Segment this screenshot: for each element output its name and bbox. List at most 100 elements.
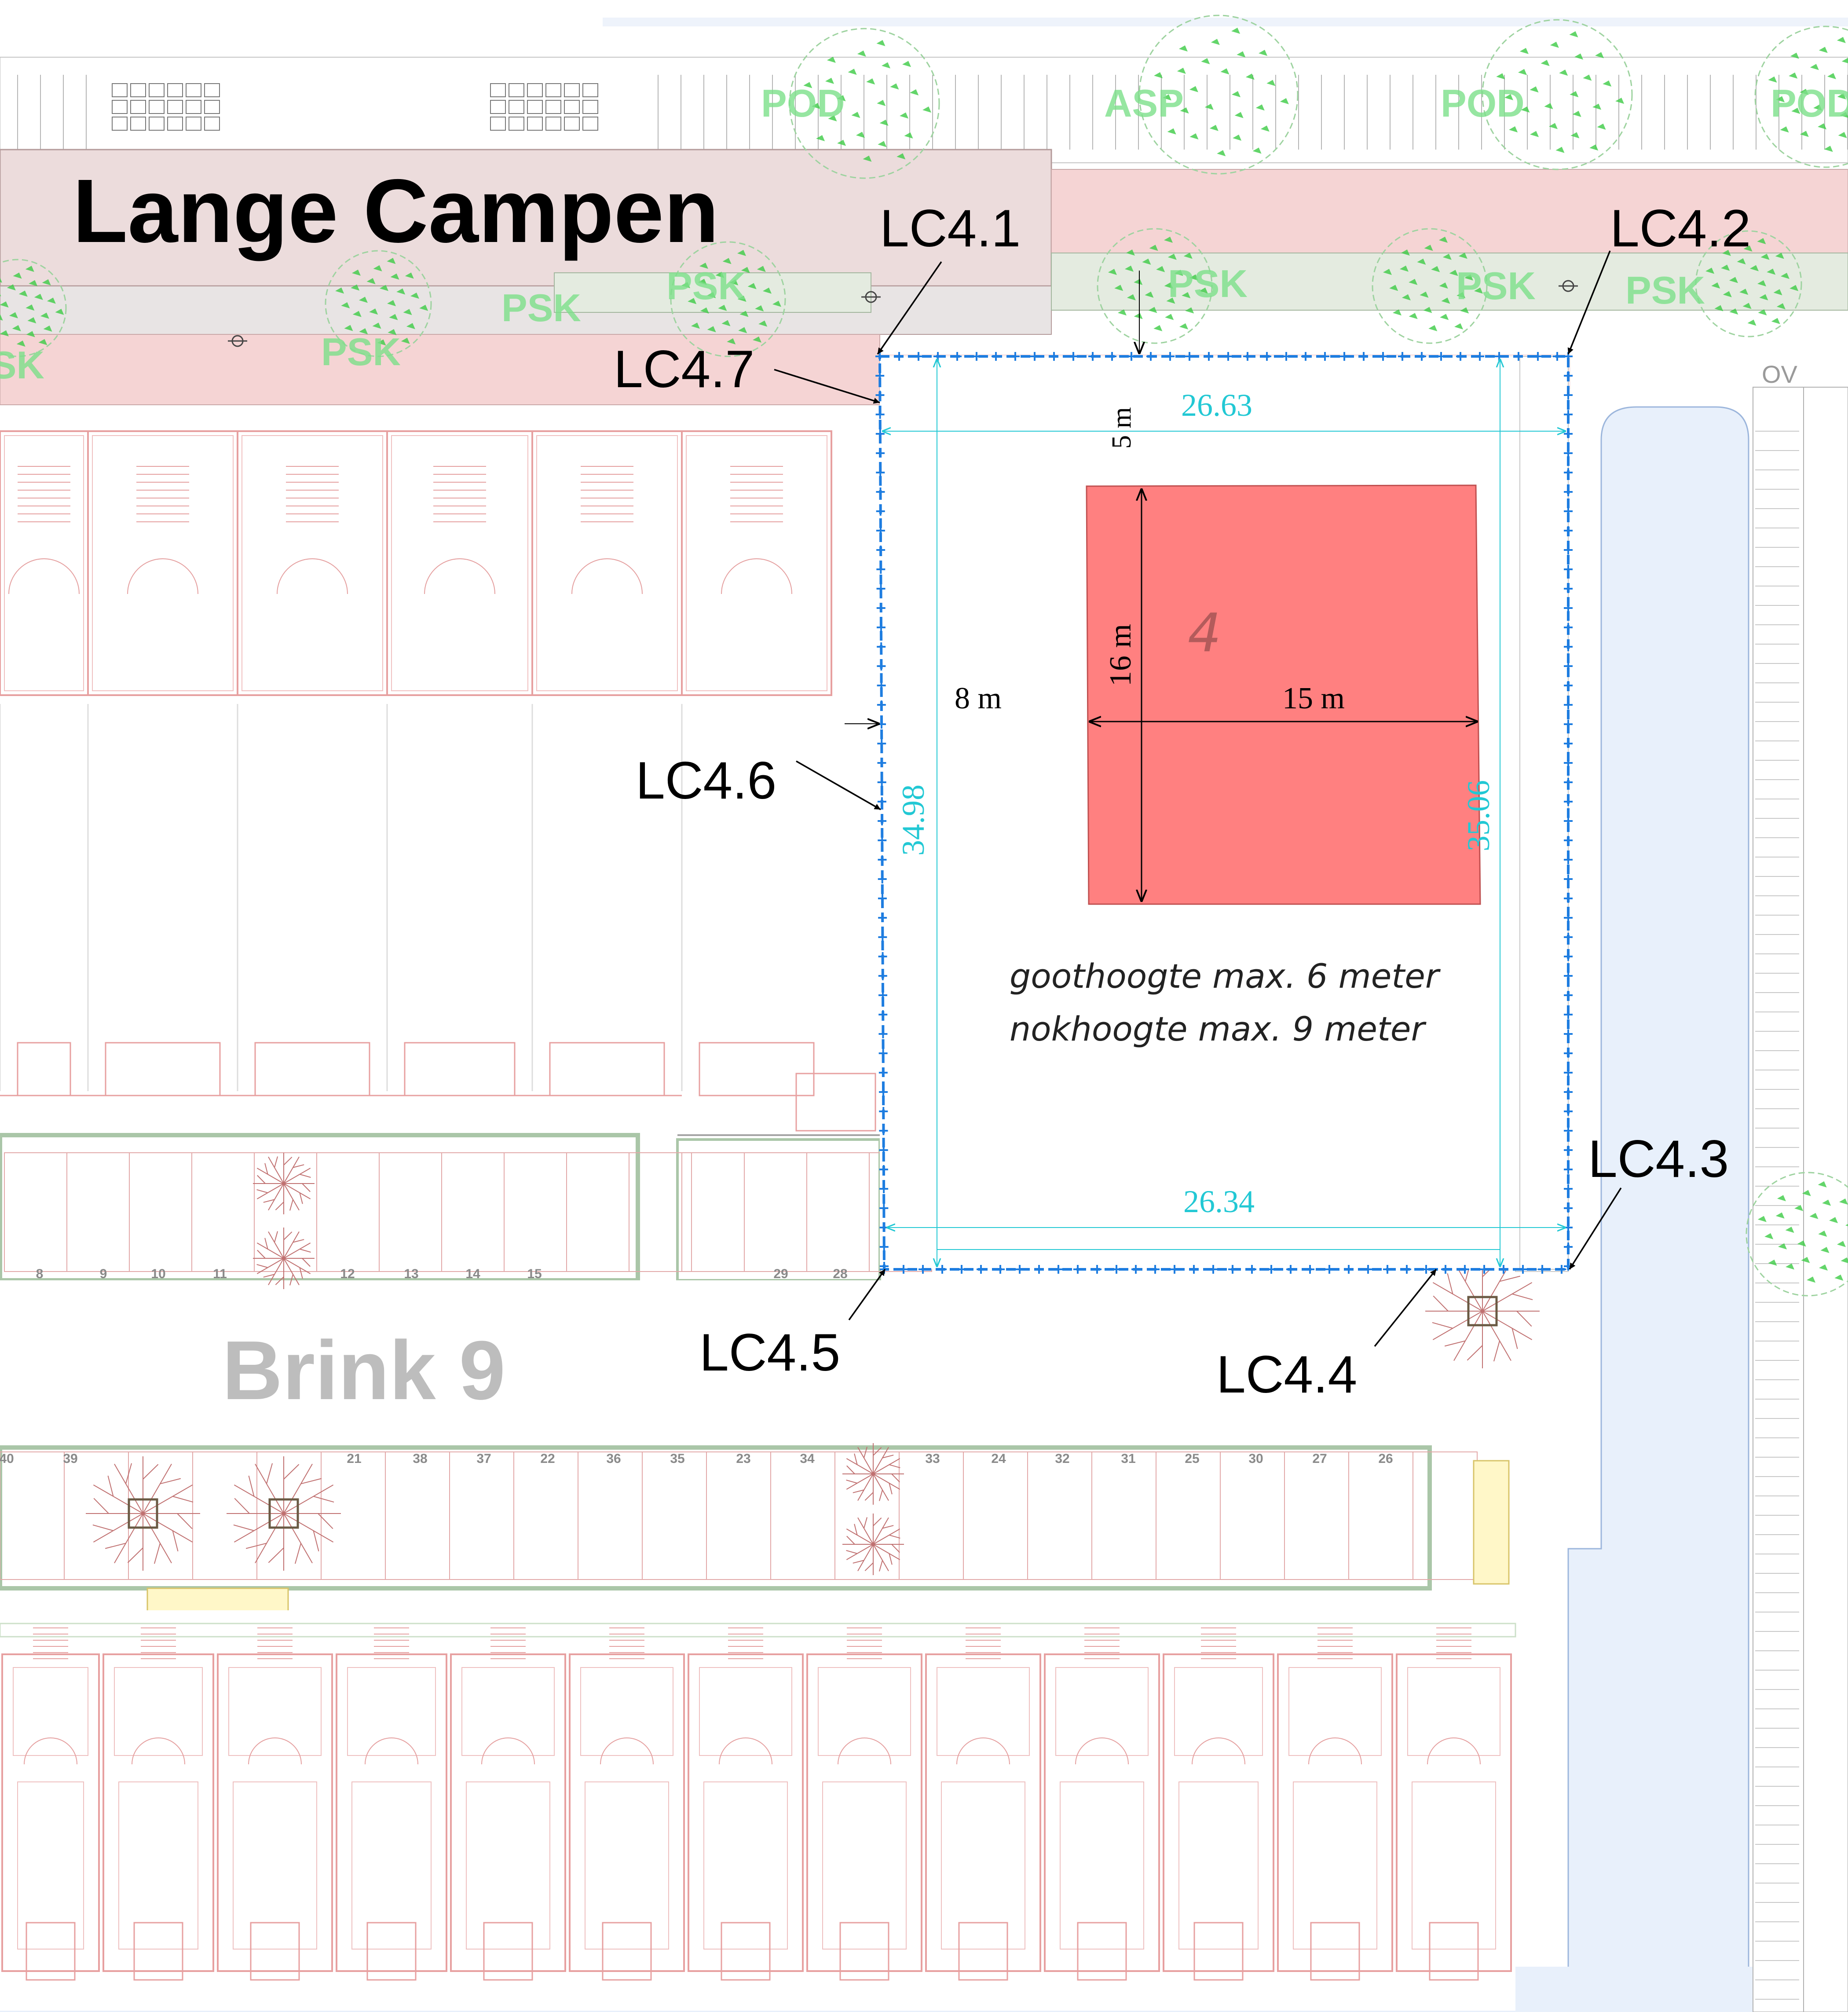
house-outline (806, 1653, 922, 1972)
waterway (1567, 406, 1749, 2012)
grate-cell (564, 100, 580, 114)
street-name-lange-campen: Lange Campen (73, 161, 719, 261)
label-lc4-5: LC4.5 (699, 1323, 840, 1382)
grate-cell (204, 100, 220, 114)
grate-cell (545, 117, 561, 131)
tree-branch (846, 1473, 874, 1490)
tree-branch (846, 1528, 874, 1545)
tree-pit (128, 1498, 158, 1529)
house-outline (450, 1653, 566, 1972)
tree-branch (1482, 1311, 1533, 1340)
plot-number: 4 (1188, 603, 1221, 664)
grate-cell (509, 83, 524, 97)
parking-number: 22 (540, 1451, 555, 1466)
tree-canopy (0, 259, 67, 357)
parking-number: 13 (404, 1267, 418, 1281)
tree-branch (268, 1156, 284, 1184)
parking-number: 23 (736, 1451, 750, 1466)
plot-boundary (878, 355, 1570, 1271)
grate-cell (582, 100, 598, 114)
grate-cell (582, 117, 598, 131)
code-psk-2: PSK (666, 264, 746, 308)
tree-branch (283, 1242, 311, 1259)
parking-number: 37 (476, 1451, 491, 1466)
dimension-lines (882, 359, 1566, 1267)
parking-number: 26 (1378, 1451, 1393, 1466)
parking-number: 31 (1121, 1451, 1135, 1466)
callout-leaders (774, 250, 1622, 1347)
code-psk-3: PSK (1168, 262, 1248, 305)
building-depth-label: 16 m (1104, 624, 1138, 686)
grate-cell (490, 117, 506, 131)
tree-branch (283, 1513, 313, 1564)
tree-branch (256, 1258, 284, 1274)
grate-cell (545, 100, 561, 114)
grate-cell (167, 83, 183, 97)
parking-number: 40 (0, 1451, 14, 1466)
lange-campen-road (0, 149, 1052, 287)
tree-branch (143, 1463, 172, 1514)
tree-canopy (1754, 26, 1848, 168)
grate-cell (527, 100, 543, 114)
code-asp: ASP (1104, 81, 1184, 125)
tree-branch (857, 1473, 874, 1501)
parking-number: 24 (991, 1451, 1006, 1466)
tree-branch (283, 1513, 334, 1543)
parking-number: 9 (100, 1267, 107, 1281)
parking-number: 12 (340, 1267, 355, 1281)
code-pod-1: POD (761, 81, 845, 125)
tree-branch (857, 1447, 874, 1474)
house-outline (569, 1653, 685, 1972)
tree-branch (873, 1517, 889, 1545)
tree-branch (283, 1156, 300, 1184)
code-psk-4: PSK (1456, 264, 1536, 308)
tree-branch (283, 1231, 300, 1259)
dim-right: 35.06 (1461, 780, 1496, 851)
boundary-markers (875, 352, 1573, 1274)
tree-branch (873, 1528, 900, 1545)
house-outline (925, 1653, 1041, 1972)
parking-number: 33 (925, 1451, 940, 1466)
tree-branch (873, 1473, 889, 1501)
tree-branch (268, 1258, 284, 1286)
house-outline (681, 430, 832, 696)
tree-branch (857, 1517, 874, 1545)
tree-branch (256, 1242, 284, 1259)
grate-cell (564, 83, 580, 97)
label-lc4-2: LC4.2 (1610, 199, 1751, 258)
grate-cell (545, 83, 561, 97)
tree-canopy (789, 28, 940, 179)
tree-branch (1432, 1311, 1483, 1340)
tree-branch (873, 1473, 900, 1490)
houses-west (0, 422, 880, 1136)
grate-cell (186, 83, 201, 97)
code-psk-7: PSK (0, 343, 44, 387)
parking-stalls-north (17, 75, 1848, 150)
code-psk-5: PSK (1625, 268, 1705, 312)
tree-branch (283, 1258, 300, 1286)
tree-branch (114, 1513, 143, 1564)
tree-branch (256, 1183, 284, 1199)
setback-side-label: 8 m (955, 682, 1002, 715)
tree-branch (93, 1513, 143, 1543)
tree-branch (283, 1484, 334, 1514)
grate-cell (490, 100, 506, 114)
setback-front-label: 5 m (1107, 407, 1137, 449)
code-psk-1: PSK (501, 286, 581, 330)
tree-canopy (1372, 228, 1488, 344)
tree-branch (846, 1458, 874, 1474)
parking-number: 35 (670, 1451, 684, 1466)
house-outline (1044, 1653, 1160, 1972)
code-pod-2: POD (1441, 81, 1525, 125)
house-outline (102, 1653, 214, 1972)
code-psk-6: PSK (321, 330, 401, 374)
grate-cell (130, 117, 146, 131)
trees (0, 15, 1848, 1297)
parking-number: 21 (347, 1451, 361, 1466)
label-lc4-3: LC4.3 (1588, 1129, 1729, 1188)
parking-number: 29 (773, 1267, 788, 1281)
tree-branch (846, 1544, 874, 1560)
